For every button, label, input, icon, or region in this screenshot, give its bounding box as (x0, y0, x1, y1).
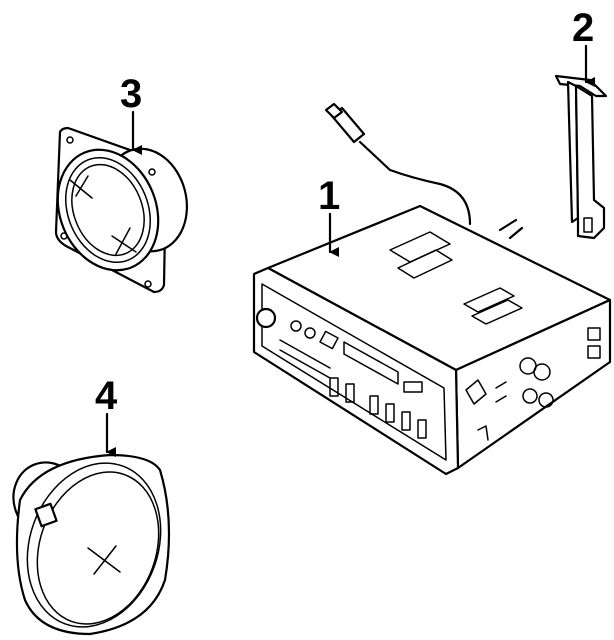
callout-2: 2 (572, 6, 595, 50)
callout-1: 1 (318, 174, 341, 218)
callout-4: 4 (95, 374, 118, 418)
speaker-round (12, 453, 171, 636)
mounting-bracket (554, 74, 608, 240)
callout-3: 3 (120, 72, 143, 116)
speaker-square (54, 126, 189, 294)
radio-unit (252, 102, 612, 476)
